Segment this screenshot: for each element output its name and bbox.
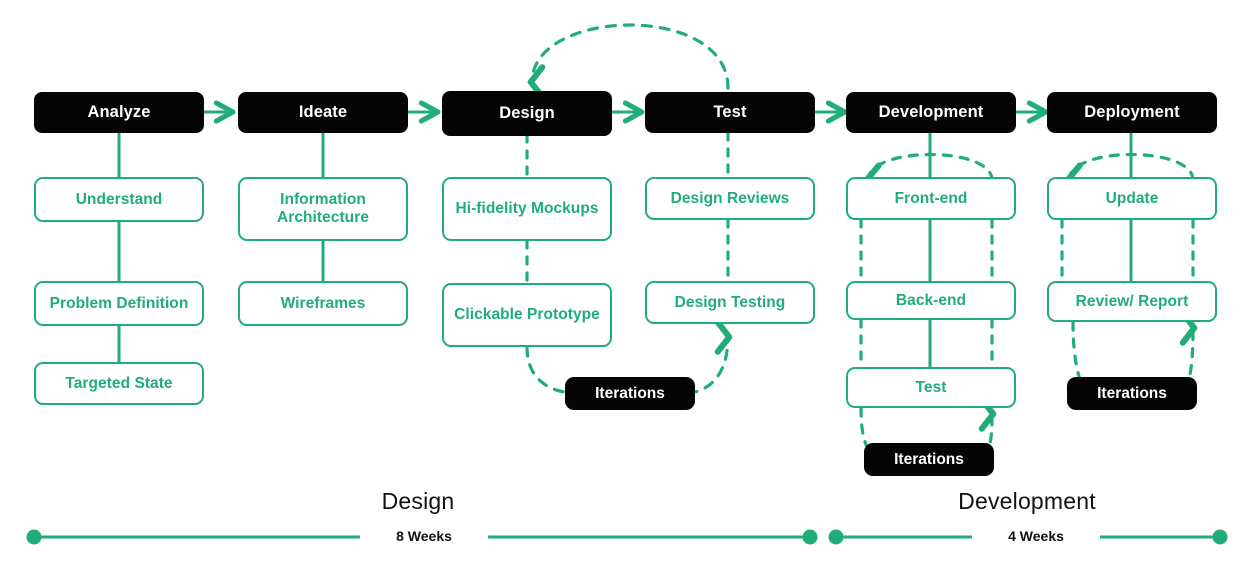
- timeline-title-design-text: Design: [381, 488, 455, 514]
- step-box-targeted-state[interactable]: Targeted State: [34, 362, 204, 405]
- iterations-label-design: Iterations: [595, 384, 665, 402]
- timeline-duration-development-text: 4 Weeks: [1008, 528, 1064, 544]
- timeline-dot-start-design: [26, 529, 42, 545]
- step-label-review-report: Review/ Report: [1075, 292, 1189, 310]
- step-box-front-end[interactable]: Front-end: [846, 177, 1016, 220]
- iterations-pill-deployment[interactable]: Iterations: [1067, 377, 1197, 410]
- timeline-title-development: Development: [927, 488, 1127, 515]
- step-label-wireframes: Wireframes: [280, 294, 366, 312]
- timeline-dot-start-development: [828, 529, 844, 545]
- step-box-dev-test[interactable]: Test: [846, 367, 1016, 408]
- phase-box-design[interactable]: Design: [442, 91, 612, 136]
- phase-box-test[interactable]: Test: [645, 92, 815, 133]
- timeline-title-development-text: Development: [958, 488, 1096, 514]
- step-label-hifidelity-mockups: Hi-fidelity Mockups: [455, 200, 599, 218]
- iterations-label-development: Iterations: [894, 450, 964, 468]
- phase-label-test: Test: [713, 102, 747, 121]
- step-box-clickable-prototype[interactable]: Clickable Prototype: [442, 283, 612, 347]
- step-label-design-testing: Design Testing: [674, 293, 786, 311]
- step-box-information-architecture[interactable]: Information Architecture: [238, 177, 408, 241]
- phase-box-deployment[interactable]: Deployment: [1047, 92, 1217, 133]
- step-label-design-reviews: Design Reviews: [670, 189, 790, 207]
- timeline-dot-end-design: [802, 529, 818, 545]
- timeline-duration-development: 4 Weeks: [972, 528, 1100, 544]
- step-label-front-end: Front-end: [894, 189, 968, 207]
- phase-label-development: Development: [878, 102, 984, 121]
- step-box-wireframes[interactable]: Wireframes: [238, 281, 408, 326]
- phase-box-analyze[interactable]: Analyze: [34, 92, 204, 133]
- step-label-targeted-state: Targeted State: [65, 374, 173, 392]
- phase-box-ideate[interactable]: Ideate: [238, 92, 408, 133]
- phase-label-analyze: Analyze: [87, 102, 151, 121]
- step-box-problem-definition[interactable]: Problem Definition: [34, 281, 204, 326]
- step-label-understand: Understand: [75, 190, 163, 208]
- timeline-duration-design-text: 8 Weeks: [396, 528, 452, 544]
- step-box-hifidelity-mockups[interactable]: Hi-fidelity Mockups: [442, 177, 612, 241]
- step-box-review-report[interactable]: Review/ Report: [1047, 281, 1217, 322]
- step-label-information-architecture: Information Architecture: [277, 191, 369, 226]
- iterations-pill-design[interactable]: Iterations: [565, 377, 695, 410]
- step-box-back-end[interactable]: Back-end: [846, 281, 1016, 320]
- phase-box-development[interactable]: Development: [846, 92, 1016, 133]
- timeline-duration-design: 8 Weeks: [360, 528, 488, 544]
- step-box-update[interactable]: Update: [1047, 177, 1217, 220]
- step-label-dev-test: Test: [915, 378, 947, 396]
- phase-label-ideate: Ideate: [298, 102, 348, 121]
- iterations-label-deployment: Iterations: [1097, 384, 1167, 402]
- step-box-design-reviews[interactable]: Design Reviews: [645, 177, 815, 220]
- feedback-loop-test-to-design: [527, 23, 730, 100]
- timeline-title-design: Design: [318, 488, 518, 515]
- step-label-clickable-prototype: Clickable Prototype: [454, 306, 600, 324]
- step-label-update: Update: [1105, 189, 1159, 207]
- step-label-problem-definition: Problem Definition: [49, 294, 189, 312]
- step-box-design-testing[interactable]: Design Testing: [645, 281, 815, 324]
- phase-label-deployment: Deployment: [1084, 102, 1180, 121]
- phase-label-design: Design: [499, 103, 555, 122]
- timeline-dot-end-development: [1212, 529, 1228, 545]
- step-label-back-end: Back-end: [895, 291, 967, 309]
- step-box-understand[interactable]: Understand: [34, 177, 204, 222]
- iterations-pill-development[interactable]: Iterations: [864, 443, 994, 476]
